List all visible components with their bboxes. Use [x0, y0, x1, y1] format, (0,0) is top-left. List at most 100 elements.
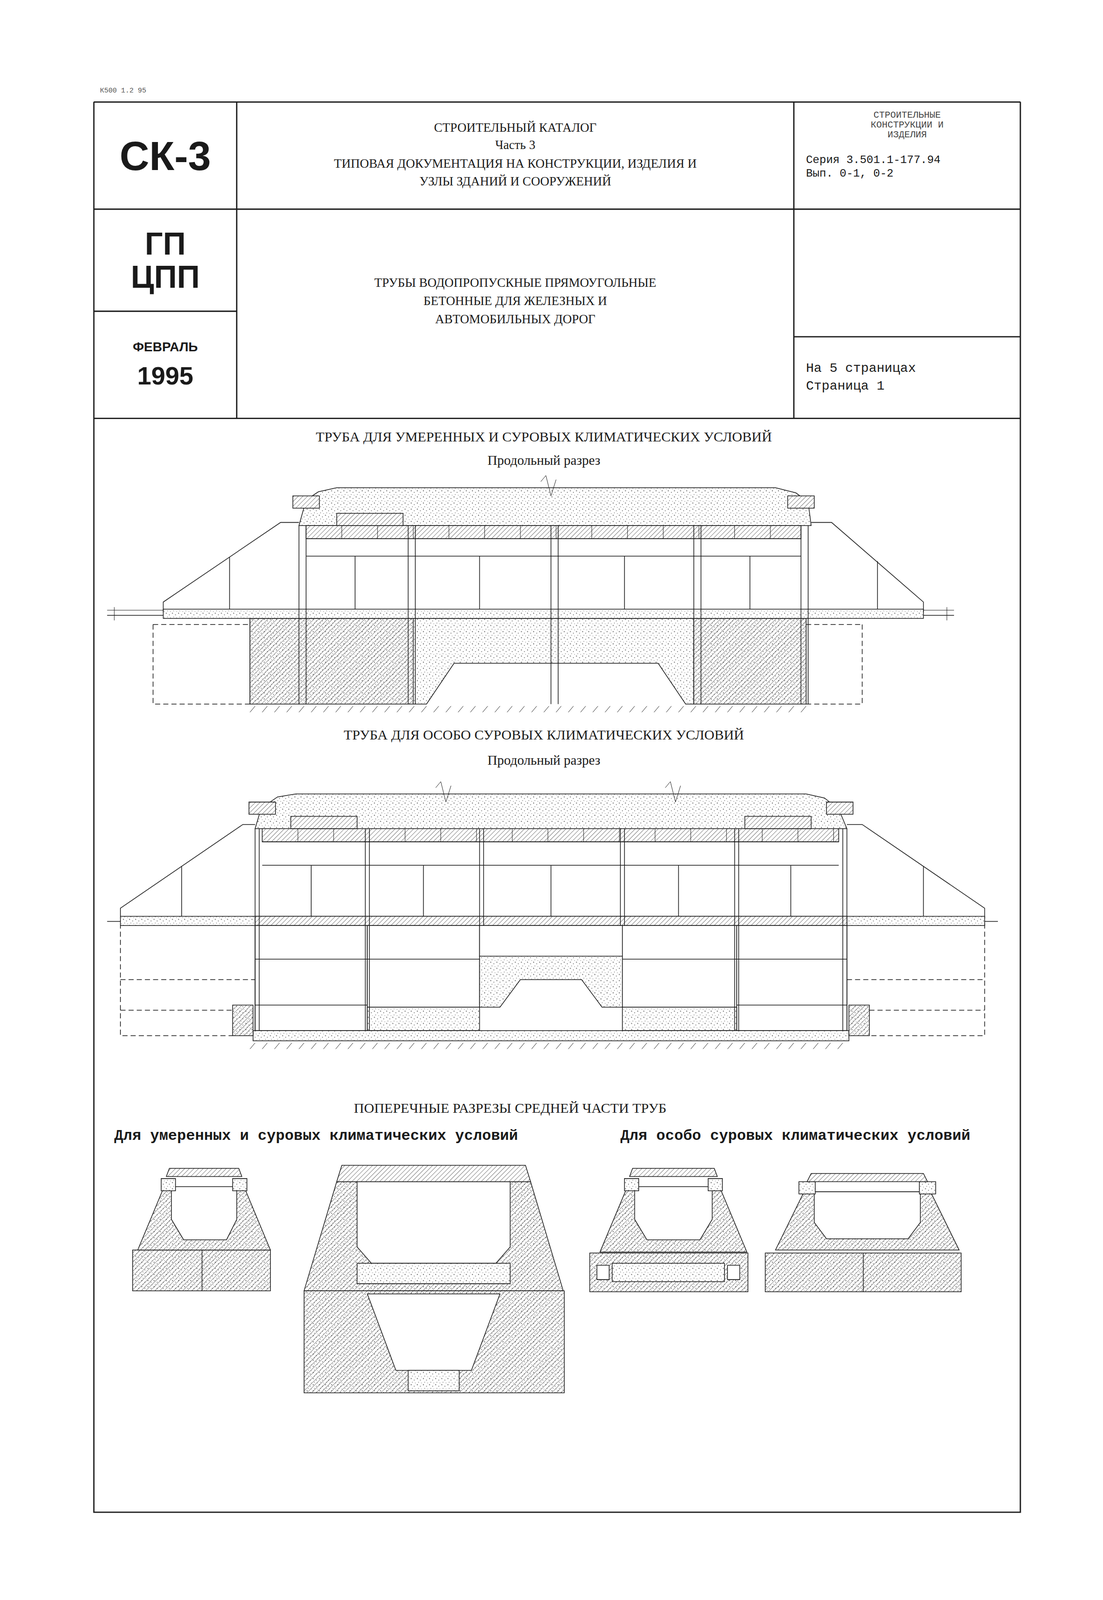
- dashed-line: [805, 624, 862, 705]
- line: [793, 335, 1021, 338]
- line: [837, 1042, 843, 1049]
- line: [550, 525, 552, 705]
- line: [654, 828, 656, 842]
- outline: [787, 496, 815, 509]
- line: [458, 706, 464, 713]
- line: [531, 1042, 537, 1049]
- line: [557, 525, 559, 705]
- line: [262, 841, 839, 843]
- concrete-fill: [356, 1263, 511, 1284]
- ground-fill: [249, 618, 413, 705]
- title-block-cell: ТРУБЫ ВОДОПРОПУСКНЫЕ ПРЯМОУГОЛЬНЫЕ БЕТОН…: [236, 209, 795, 419]
- line: [641, 1042, 648, 1049]
- ground-fill: [367, 1007, 480, 1031]
- line: [690, 706, 697, 713]
- line: [555, 706, 562, 713]
- hatch-fill: [304, 1181, 564, 1291]
- ground-fill: [787, 496, 815, 509]
- ground-fill: [249, 618, 806, 705]
- concrete-fill: [611, 1263, 725, 1282]
- line: [662, 525, 664, 539]
- line: [776, 706, 782, 713]
- ground-fill: [744, 816, 812, 829]
- ground-fill: [479, 925, 623, 957]
- line: [445, 706, 451, 713]
- line: [790, 865, 792, 917]
- line: [752, 706, 758, 713]
- ground-fill: [356, 1263, 511, 1284]
- line: [700, 525, 702, 705]
- ground-fill: [163, 609, 924, 619]
- line: [409, 706, 415, 713]
- line: [360, 706, 366, 713]
- outline: [622, 1007, 737, 1031]
- line: [106, 614, 164, 616]
- cell-text: Серия 3.501.1-177.94 Вып. 0-1, 0-2: [805, 153, 965, 181]
- line: [666, 706, 672, 713]
- title-block-cell: ГП ЦПП: [93, 209, 237, 312]
- line: [483, 828, 484, 926]
- culvert-drawing: [93, 101, 1021, 1513]
- line: [519, 1042, 525, 1049]
- ground-fill: [336, 1165, 531, 1182]
- outline: [336, 1165, 531, 1182]
- line: [715, 1042, 721, 1049]
- line: [409, 1042, 415, 1049]
- outline: [232, 1005, 254, 1037]
- outline: [304, 1181, 564, 1291]
- line: [470, 1042, 476, 1049]
- line: [298, 706, 305, 713]
- outline: [919, 1181, 936, 1194]
- title-block-cell: СТРОИТЕЛЬНЫЙ КАТАЛОГЧасть 3ТИПОВАЯ ДОКУМ…: [236, 101, 795, 209]
- line: [440, 828, 442, 842]
- concrete-fill: [919, 1181, 936, 1194]
- archive-code: К500 1.2 95: [99, 86, 147, 95]
- line: [364, 828, 366, 1031]
- dashed-line: [120, 1010, 233, 1011]
- outline: [798, 1181, 816, 1194]
- line: [550, 865, 552, 917]
- line: [736, 958, 847, 960]
- line: [384, 1042, 390, 1049]
- cell-text: Часть 3: [495, 137, 536, 153]
- line: [923, 610, 955, 611]
- concrete-fill: [624, 1178, 640, 1191]
- line: [591, 525, 592, 539]
- line: [738, 828, 740, 1031]
- line: [624, 555, 626, 610]
- line: [512, 828, 513, 842]
- line: [458, 1042, 464, 1049]
- hatch-fill: [132, 1250, 271, 1291]
- drawing-heading: Продольный разрез: [487, 752, 600, 769]
- outline: [589, 1252, 748, 1292]
- ground-fill: [249, 802, 276, 815]
- concrete-fill: [132, 1250, 271, 1291]
- ground-fill: [589, 1252, 748, 1292]
- line: [734, 525, 735, 539]
- ground-fill: [232, 1005, 254, 1037]
- line: [229, 557, 231, 610]
- line: [335, 706, 342, 713]
- outline: [232, 1178, 248, 1191]
- line: [407, 525, 409, 705]
- ground-fill: [611, 1263, 725, 1282]
- outline: [255, 925, 368, 1031]
- ground-fill: [597, 1265, 610, 1281]
- line: [736, 1004, 847, 1006]
- line: [484, 525, 485, 539]
- concrete-fill: [232, 1005, 254, 1037]
- line: [540, 475, 557, 497]
- title-block-cell: На 5 страницахСтраница 1: [793, 336, 1021, 419]
- line: [622, 958, 737, 960]
- line: [482, 1042, 488, 1049]
- concrete-fill: [708, 1178, 723, 1191]
- ground-fill: [479, 956, 623, 1008]
- line: [764, 706, 770, 713]
- line: [619, 828, 620, 842]
- line: [793, 101, 795, 419]
- concrete-fill: [848, 1005, 870, 1037]
- line: [703, 1042, 709, 1049]
- dashed-line: [805, 624, 862, 626]
- outline: [765, 1252, 961, 1292]
- line: [106, 610, 164, 611]
